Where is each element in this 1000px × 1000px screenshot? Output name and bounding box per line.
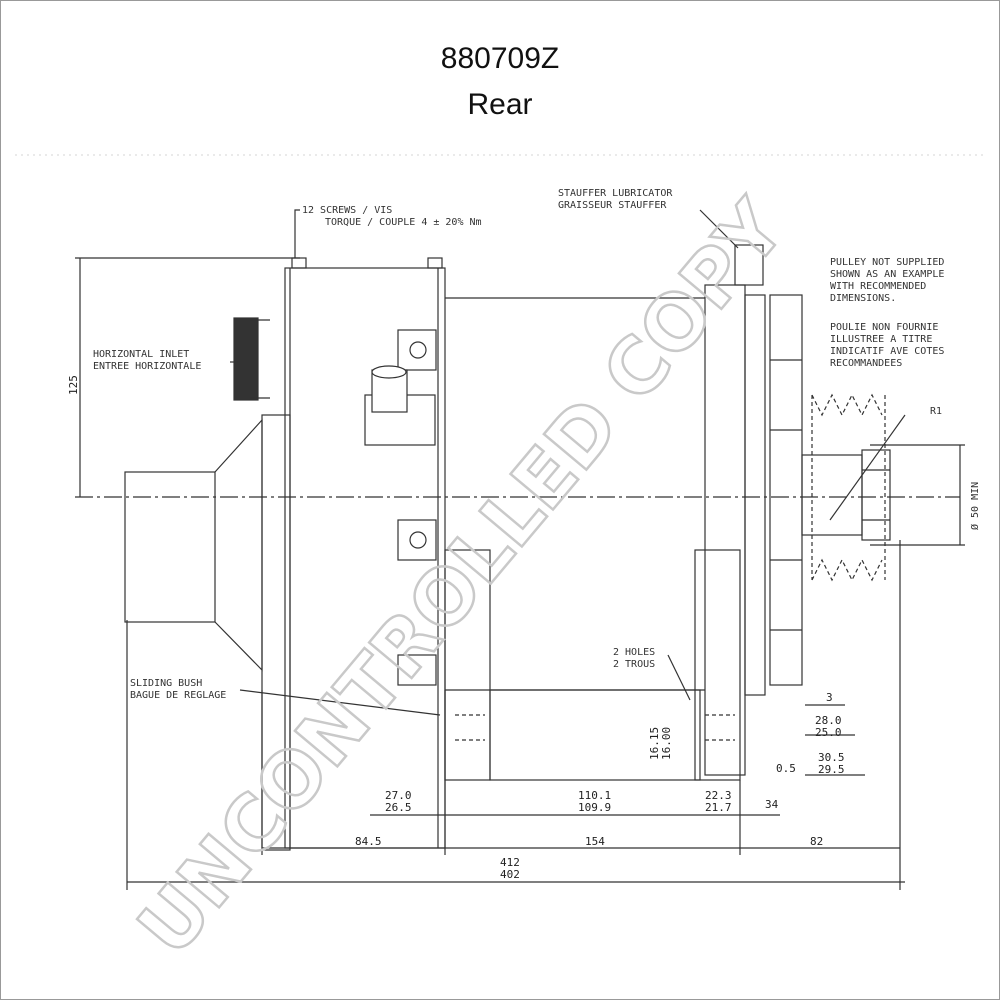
dim-154: 154 (585, 835, 605, 848)
foot-front (694, 549, 741, 781)
mounting-lug-bottom (397, 654, 437, 686)
cooling-fan (769, 294, 803, 686)
pulley-note-fr-4: RECOMMANDEES (830, 358, 902, 369)
dim-27-0: 27.0 (385, 789, 412, 802)
dim-34: 34 (765, 798, 779, 811)
mounting-lug-upper (397, 329, 437, 371)
dim-82: 82 (810, 835, 823, 848)
shaft (801, 454, 863, 536)
dim-402: 402 (500, 868, 520, 881)
screws-leader (294, 209, 300, 258)
rear-cone (214, 418, 263, 672)
dim-0-5: 0.5 (776, 762, 796, 775)
screw-head (291, 257, 307, 269)
stauffer-fr-label: GRAISSEUR STAUFFER (558, 200, 667, 211)
dim-3: 3 (826, 691, 833, 704)
dim-28: 28.0 (815, 714, 842, 727)
pulley-lower-grooves (811, 558, 883, 582)
dim-22-3: 22.3 (705, 789, 732, 802)
pulley-note-3: WITH RECOMMENDED (830, 281, 926, 292)
rear-boss (124, 471, 216, 623)
part-number-title: 880709Z (440, 42, 560, 75)
screw-head (427, 257, 443, 269)
shaft-nut (861, 449, 891, 541)
drive-end-plate (704, 284, 746, 776)
pulley-note-fr-2: ILLUSTREE A TITRE (830, 334, 932, 345)
dim-16-00: 16.00 (660, 727, 673, 760)
holes-fr-label: 2 TROUS (613, 659, 655, 670)
r1-leader (829, 414, 906, 521)
stauffer-leader (699, 209, 739, 249)
dim-29-5: 29.5 (818, 763, 845, 776)
dim-25: 25.0 (815, 726, 842, 739)
diameter-min-label: Ø 50 MIN (969, 482, 981, 530)
holes-leader (667, 654, 691, 701)
sliding-bush-fr-label: BAGUE DE REGLAGE (130, 690, 226, 701)
dim-30-5: 30.5 (818, 751, 845, 764)
holes-label: 2 HOLES (613, 647, 655, 658)
dim-412: 412 (500, 856, 520, 869)
mounting-lug-lower (397, 519, 437, 561)
dim-110-1: 110.1 (578, 789, 611, 802)
stauffer-label: STAUFFER LUBRICATOR (558, 188, 673, 199)
sliding-bush-label: SLIDING BUSH (130, 678, 202, 689)
pulley-note-fr-3: INDICATIF AVE COTES (830, 346, 944, 357)
sliding-bush-leader (239, 689, 441, 716)
dim-16-15: 16.15 (648, 727, 661, 760)
r1-label: R1 (930, 406, 942, 417)
pulley-note-1: PULLEY NOT SUPPLIED (830, 257, 944, 268)
foot-bridge (489, 689, 701, 781)
pulley-note-2: SHOWN AS AN EXAMPLE (830, 269, 944, 280)
inlet-fr-label: ENTREE HORIZONTALE (93, 361, 201, 372)
foot-rear (444, 549, 491, 781)
inlet-label: HORIZONTAL INLET (93, 349, 189, 360)
dim-125: 125 (67, 375, 80, 395)
horizontal-inlet-knob (233, 317, 259, 401)
dim-21-7: 21.7 (705, 801, 732, 814)
pulley-note-4: DIMENSIONS. (830, 293, 896, 304)
stauffer-lubricator (734, 244, 764, 286)
pulley-upper-grooves (811, 393, 883, 417)
dim-26-5: 26.5 (385, 801, 412, 814)
pulley-note-fr-1: POULIE NON FOURNIE (830, 322, 938, 333)
torque-label: TORQUE / COUPLE 4 ± 20% Nm (325, 217, 482, 228)
dim-84-5: 84.5 (355, 835, 382, 848)
drive-end-flange (744, 294, 766, 696)
view-subtitle: Rear (467, 88, 533, 121)
uncontrolled-copy-watermark: UNCONTROLLED COPY (121, 183, 803, 972)
dim-109-9: 109.9 (578, 801, 611, 814)
screws-label: 12 SCREWS / VIS (302, 205, 392, 216)
